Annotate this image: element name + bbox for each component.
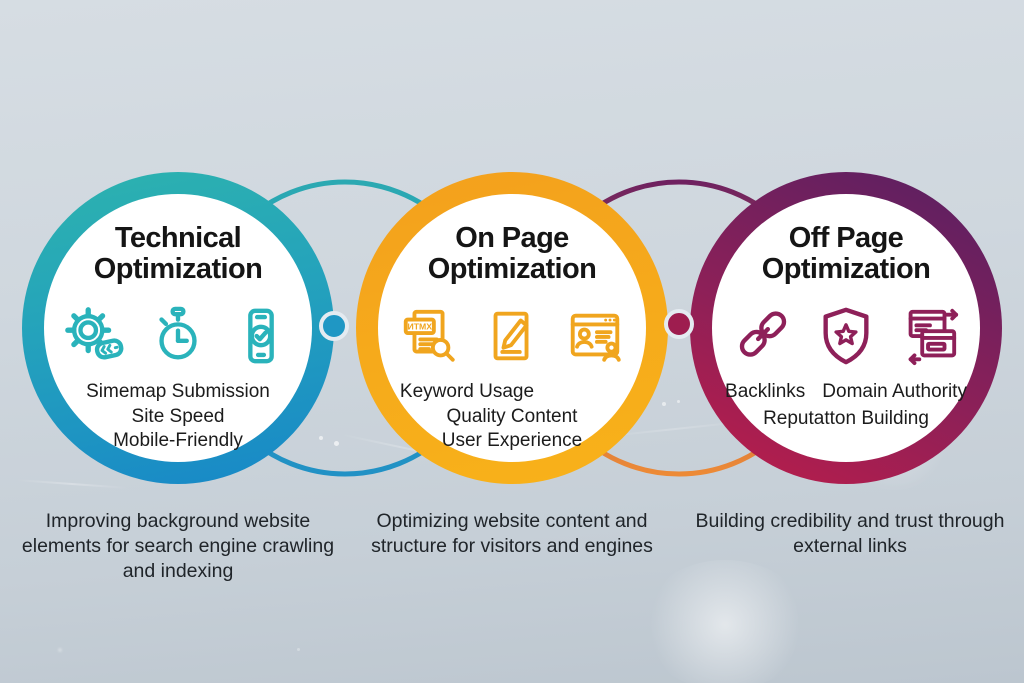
backlink-chain-icon xyxy=(739,311,787,358)
technical-items: Simemap Submission Site Speed Mobile-Fri… xyxy=(86,380,270,453)
webpage-users-icon xyxy=(570,314,621,363)
off-page-title: Off Page Optimization xyxy=(761,222,931,285)
list-item: Simemap Submission xyxy=(86,381,270,403)
list-item: Mobile-Friendly xyxy=(113,430,243,452)
technical-title: Technical Optimization xyxy=(93,222,263,285)
off-page-circle-body: Off Page Optimization xyxy=(712,194,980,462)
list-item: Quality Content xyxy=(446,405,578,427)
technical-icons-row xyxy=(64,302,292,370)
on-page-title: On Page Optimization xyxy=(427,222,597,285)
on-page-optimization-circle: On Page Optimization ИТМХ xyxy=(356,172,668,484)
html-doc-search-icon: ИТМХ xyxy=(403,310,455,363)
list-item: Domain Authority xyxy=(822,381,967,403)
gear-settings-icon xyxy=(65,307,124,360)
list-item: Reputatton Building xyxy=(763,407,929,429)
technical-description: Improving background website elements fo… xyxy=(21,510,335,582)
on-page-items: Keyword Usage Quality Content User Exper… xyxy=(400,380,583,453)
on-page-circle-body: On Page Optimization ИТМХ xyxy=(378,194,646,462)
stopwatch-icon xyxy=(159,307,197,360)
link-exchange-icon xyxy=(908,309,959,366)
connector-dot-left xyxy=(319,311,349,341)
shield-star-icon xyxy=(823,308,869,365)
svg-text:ИТМХ: ИТМХ xyxy=(407,322,432,332)
off-page-description: Building credibility and trust through e… xyxy=(695,510,1005,557)
off-page-icons-row xyxy=(732,302,960,370)
list-item: Keyword Usage xyxy=(399,381,535,403)
list-item: User Experience xyxy=(441,430,583,452)
on-page-icons-row: ИТМХ xyxy=(398,302,626,370)
technical-circle-body: Technical Optimization xyxy=(44,194,312,462)
mobile-check-icon xyxy=(248,309,274,364)
connector-dot-right xyxy=(664,309,694,339)
off-page-optimization-circle: Off Page Optimization xyxy=(690,172,1002,484)
on-page-description: Optimizing website content and structure… xyxy=(371,510,653,557)
list-item: Site Speed xyxy=(131,405,225,427)
technical-optimization-circle: Technical Optimization xyxy=(22,172,334,484)
off-page-items: Backlinks Domain Authority Reputatton Bu… xyxy=(717,380,975,431)
content-edit-icon xyxy=(493,312,529,361)
list-item: Backlinks xyxy=(725,381,806,403)
